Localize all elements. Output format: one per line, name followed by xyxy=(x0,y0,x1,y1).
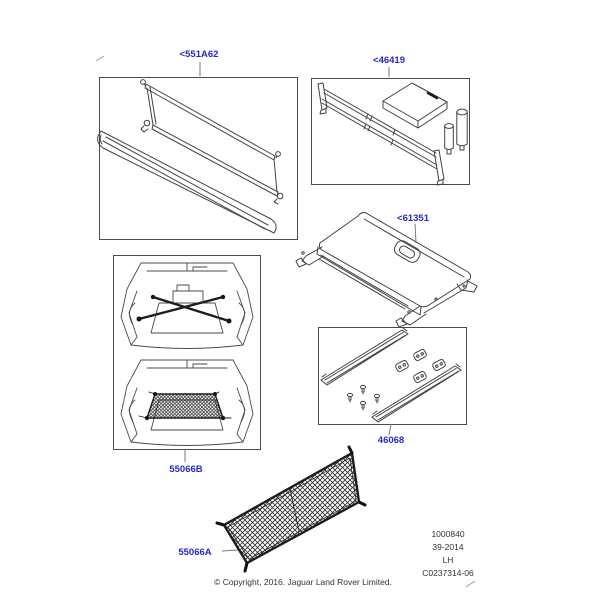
footer-hand-code: LH xyxy=(442,555,454,565)
footer-date-code: 39-2014 xyxy=(432,542,464,552)
cargo-net-drawing xyxy=(215,445,367,573)
registration-tick-bottom-right xyxy=(465,580,476,588)
part-label-46419[interactable]: <46419 xyxy=(373,55,405,66)
part-label-61351[interactable]: <61351 xyxy=(397,213,429,224)
part-label-46068[interactable]: 46068 xyxy=(377,435,405,446)
footer-drawing-number: C0237314-06 xyxy=(422,568,474,578)
load-floor-panel-drawing xyxy=(295,211,478,328)
part-box-loadspace-retention xyxy=(113,255,261,450)
footer-ref-number: 1000840 xyxy=(431,529,465,539)
part-box-cargo-rail-kit xyxy=(311,78,470,185)
copyright-notice: © Copyright, 2016. Jaguar Land Rover Lim… xyxy=(214,577,392,587)
part-box-loadspace-cover xyxy=(99,77,298,240)
part-label-55066B[interactable]: 55066B xyxy=(169,464,203,475)
footer-reference-block: 1000840 39-2014 LH C0237314-06 xyxy=(398,528,498,580)
registration-tick-top-left xyxy=(95,55,105,62)
part-label-551A62[interactable]: <551A62 xyxy=(179,49,219,60)
part-box-sill-plate-kit xyxy=(318,327,467,425)
part-label-55066A[interactable]: 55066A xyxy=(178,547,212,558)
